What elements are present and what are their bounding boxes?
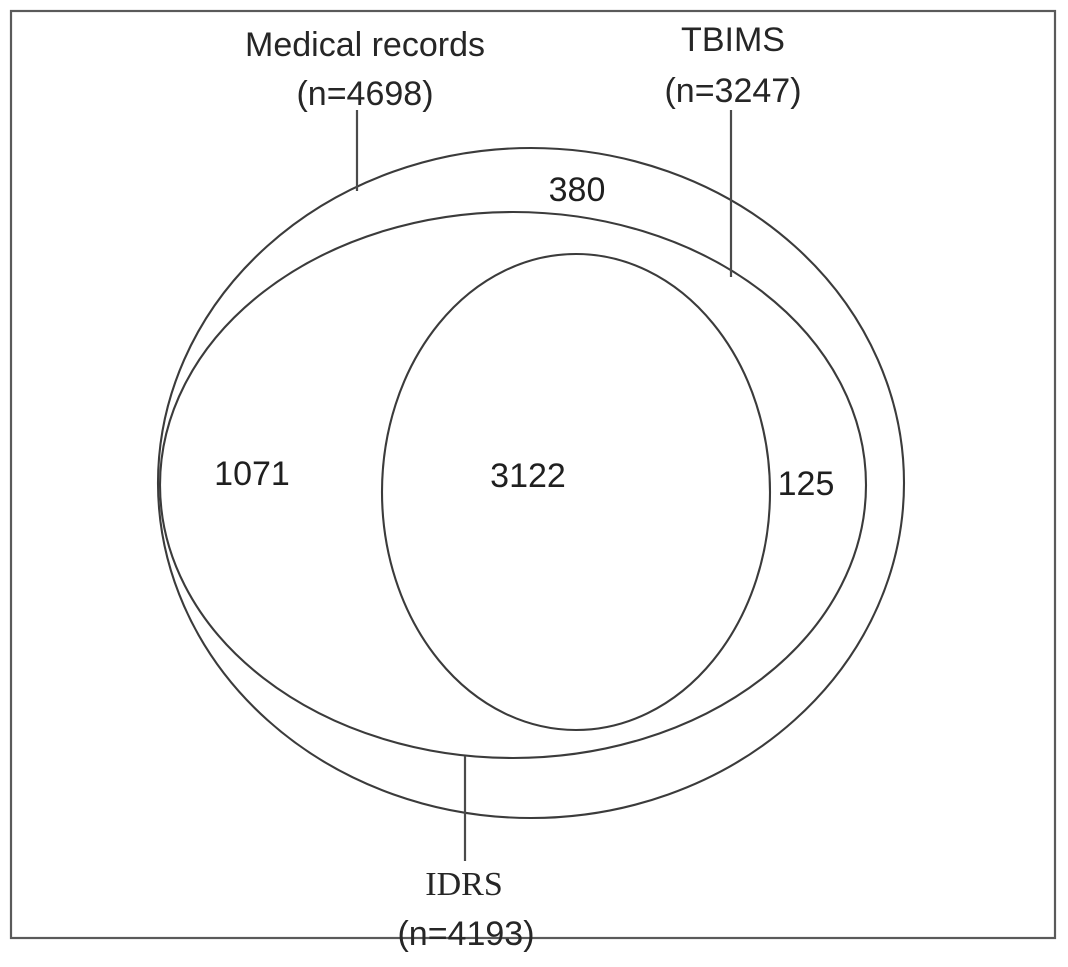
ellipse-tbims xyxy=(380,252,772,732)
figure-border-frame xyxy=(9,9,1057,940)
count-tbims-outside-idrs: 125 xyxy=(778,465,835,503)
count-medical-records-only: 380 xyxy=(549,171,606,209)
label-tbims-name: TBIMS xyxy=(681,21,785,59)
label-idrs-name: IDRS xyxy=(425,866,502,903)
label-medical-records-count: (n=4698) xyxy=(296,75,433,113)
label-tbims-count: (n=3247) xyxy=(664,72,801,110)
count-medical-records-idrs: 1071 xyxy=(214,455,290,493)
label-medical-records-name: Medical records xyxy=(245,26,485,64)
count-all-three: 3122 xyxy=(490,457,566,495)
ellipse-medical-records xyxy=(156,146,906,820)
ellipse-idrs xyxy=(158,210,868,760)
label-idrs-count: (n=4193) xyxy=(397,915,534,953)
